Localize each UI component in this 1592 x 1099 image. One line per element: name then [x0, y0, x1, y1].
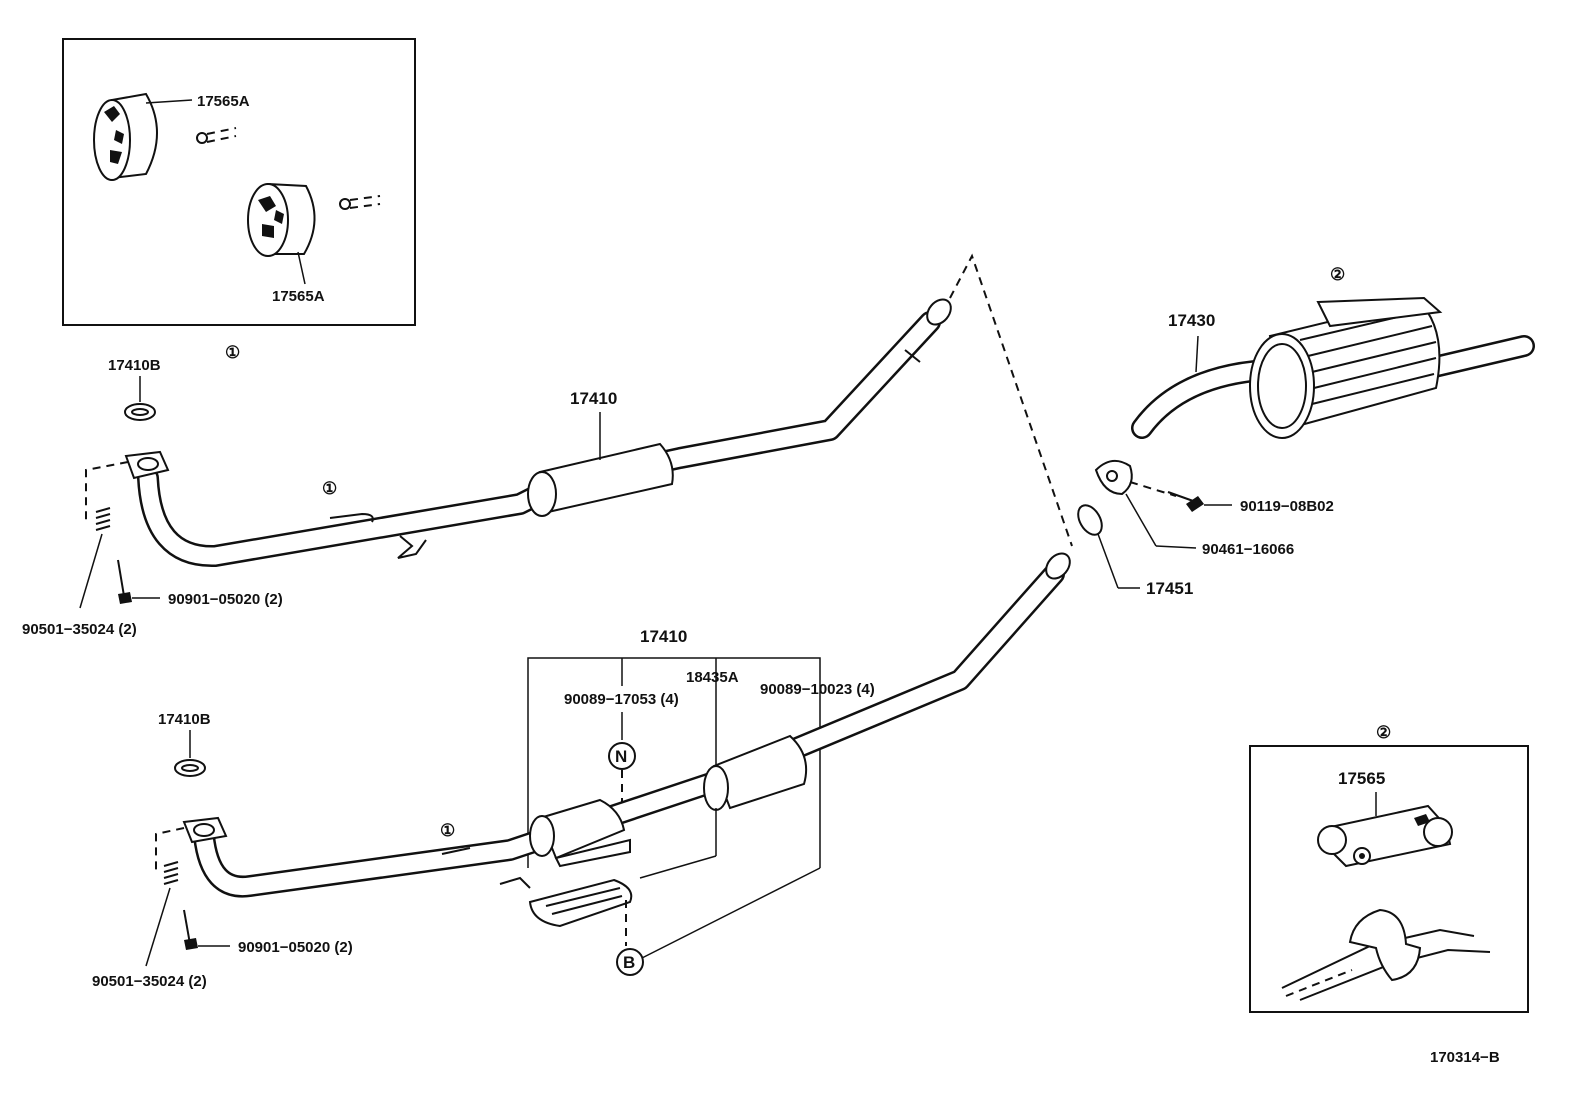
rubber-hanger-17565 [1317, 804, 1453, 868]
gasket-ring-upper [124, 403, 156, 421]
bolt-upper [117, 559, 132, 604]
gasket-ring-lower [174, 759, 206, 777]
front-pipe-upper [124, 298, 952, 568]
marker-n: N [615, 747, 627, 766]
label-17410b-upper: 17410B [108, 357, 161, 374]
marker-2-tail: ② [1330, 265, 1345, 284]
muffler-upper [527, 442, 674, 517]
bolt-icon [339, 195, 381, 210]
catalytic-converter [529, 798, 631, 868]
label-17565: 17565 [1338, 769, 1385, 788]
label-90901-lower: 90901−05020 (2) [238, 939, 353, 956]
tail-flange [1094, 459, 1133, 496]
inset-box-hangers: 17565A 17565A [62, 38, 416, 326]
marker-n-circle [608, 742, 636, 770]
marker-2-inset: ② [1376, 723, 1391, 742]
label-18435a: 18435A [686, 669, 739, 686]
label-17430: 17430 [1168, 311, 1215, 330]
marker-1-inset: ① [225, 343, 240, 362]
label-90461: 90461−16066 [1202, 541, 1294, 558]
label-90501-upper: 90501−35024 (2) [22, 621, 137, 638]
label-17410b-lower: 17410B [158, 711, 211, 728]
tailpipe-muffler [1131, 296, 1535, 439]
front-pipe-lower [182, 552, 1071, 928]
hanger-17565a-top [93, 92, 158, 181]
label-17410-upper: 17410 [570, 389, 617, 408]
label-17410-lower: 17410 [640, 627, 687, 646]
spring-upper [95, 507, 111, 531]
bolt-icon [196, 127, 237, 144]
label-17451: 17451 [1146, 579, 1193, 598]
bolt-tail [1167, 491, 1204, 512]
label-90501-lower: 90501−35024 (2) [92, 973, 207, 990]
spring-lower [163, 861, 179, 885]
label-17565a-bottom: 17565A [272, 288, 325, 305]
gasket-17451 [1077, 504, 1103, 536]
inset-box-hanger-17565: 17565 [1249, 745, 1529, 1013]
label-90119: 90119−08B02 [1240, 498, 1334, 515]
label-90089-10023: 90089−10023 (4) [760, 681, 875, 698]
label-90901-upper: 90901−05020 (2) [168, 591, 283, 608]
hanger-17565a-bottom [247, 182, 316, 257]
marker-b: B [623, 953, 635, 972]
heat-shield [528, 878, 633, 928]
marker-1-lower: ① [440, 821, 455, 840]
label-90089-17053: 90089−17053 (4) [564, 691, 679, 708]
marker-1-upper: ① [322, 479, 337, 498]
marker-b-circle [616, 948, 644, 976]
muffler-lower [703, 734, 808, 811]
hanger-install-detail [1281, 908, 1491, 1001]
diagram-id: 170314−B [1430, 1049, 1500, 1066]
bolt-lower [183, 909, 198, 950]
label-17565a-top: 17565A [197, 93, 250, 110]
